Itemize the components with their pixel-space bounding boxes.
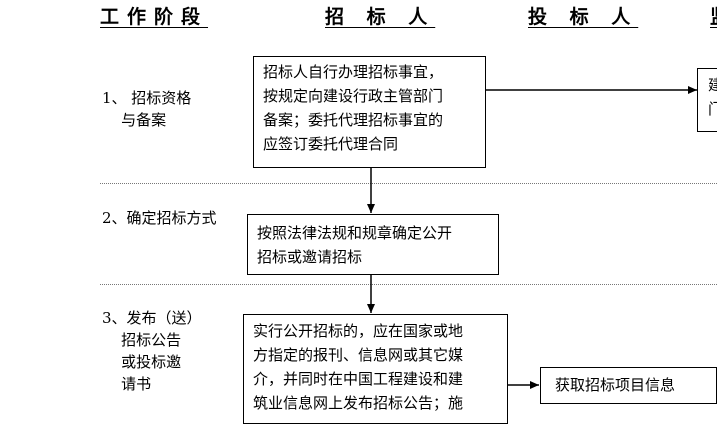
header-bidder: 投 标 人 — [528, 6, 639, 28]
next-column-box: 建 门 — [697, 68, 717, 132]
box2-line-2: 招标或邀请招标 — [257, 248, 363, 266]
stage-3-label: 3、发布（送） 招标公告 或投标邀 请书 — [102, 309, 202, 393]
tenderer-box-filing: 招标人自行办理招标事宜， 按规定向建设行政主管部门 备案；委托代理招标事宜的 应… — [253, 56, 486, 168]
edge-box-line-2: 门 — [708, 97, 717, 121]
bidder-box-info: 获取招标项目信息 — [540, 367, 717, 404]
stage-separator-2 — [100, 284, 717, 285]
header-next-column: 监 — [710, 2, 717, 29]
header-stage: 工作阶段 — [100, 6, 209, 28]
box1-line-2: 按规定向建设行政主管部门 — [263, 87, 444, 105]
box1-line-4: 应签订委托代理合同 — [263, 135, 399, 153]
tenderer-box-announcement: 实行公开招标的，应在国家或地 方指定的报刊、信息网或其它媒 介，并同时在中国工程… — [243, 314, 508, 424]
box2-line-1: 按照法律法规和规章确定公开 — [257, 224, 453, 242]
tenderer-box-method: 按照法律法规和规章确定公开 招标或邀请招标 — [247, 214, 499, 275]
stage-1-label: 1、 招标资格 与备案 — [102, 89, 192, 129]
box3-line-3: 介，并同时在中国工程建设和建 — [253, 370, 464, 388]
edge-box-line-1: 建 — [708, 73, 717, 97]
box1-line-3: 备案；委托代理招标事宜的 — [263, 111, 444, 129]
box3-line-4: 筑业信息网上发布招标公告；施 — [253, 394, 464, 412]
flow-arrows — [367, 86, 697, 389]
box1-line-1: 招标人自行办理招标事宜， — [263, 63, 444, 81]
bidder-box-line-1: 获取招标项目信息 — [555, 376, 676, 394]
header-tenderer: 招 标 人 — [325, 6, 436, 28]
stage-2-label: 2、确定招标方式 — [102, 209, 217, 227]
box3-line-1: 实行公开招标的，应在国家或地 — [253, 322, 464, 340]
stage-separator-1 — [100, 183, 717, 184]
box3-line-2: 方指定的报刊、信息网或其它媒 — [253, 346, 464, 364]
